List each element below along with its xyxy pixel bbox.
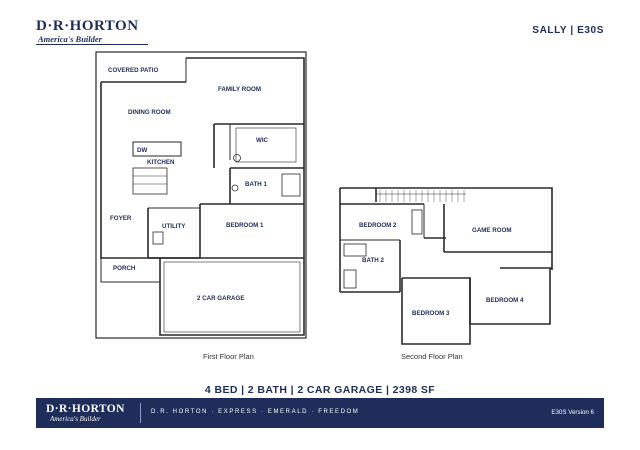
first-floor-caption: First Floor Plan — [203, 352, 254, 361]
footer-brand-list: D.R. HORTON · EXPRESS · EMERALD · FREEDO… — [151, 409, 360, 415]
brand-underline — [36, 44, 148, 45]
room-label-wic: WIC — [256, 137, 269, 144]
floor-plans-drawing: COVERED PATIO FAMILY ROOM DINING ROOM WI… — [95, 51, 553, 345]
room-label-bath1: BATH 1 — [245, 181, 267, 188]
footer-bar: D·R·HORTON America's Builder D.R. HORTON… — [36, 398, 604, 428]
plan-specs: 4 BED | 2 BATH | 2 CAR GARAGE | 2398 SF — [204, 384, 436, 396]
room-label-bedroom1: BEDROOM 1 — [226, 222, 264, 229]
footer-tagline: America's Builder — [50, 415, 101, 423]
room-label-bedroom3: BEDROOM 3 — [412, 310, 450, 317]
room-label-dining-room: DINING ROOM — [128, 109, 171, 116]
room-label-dw: DW — [137, 147, 147, 154]
stair-hatching — [379, 190, 465, 202]
room-label-bedroom2: BEDROOM 2 — [359, 222, 397, 229]
footer-version: E30S Version 6 — [551, 409, 594, 416]
room-label-game-room: GAME ROOM — [472, 227, 512, 234]
footer-brand-logo: D·R·HORTON America's Builder — [46, 403, 125, 424]
room-label-family-room: FAMILY ROOM — [218, 86, 261, 93]
brand-logo-top: D·R·HORTON America's Builder — [36, 18, 156, 44]
room-label-utility: UTILITY — [162, 223, 186, 230]
second-floor-caption: Second Floor Plan — [401, 352, 463, 361]
room-label-bedroom4: BEDROOM 4 — [486, 297, 524, 304]
brand-logo-text: D·R·HORTON — [36, 18, 139, 34]
second-floor-walls — [339, 187, 553, 345]
room-label-porch: PORCH — [113, 265, 136, 272]
room-label-kitchen: KITCHEN — [147, 159, 175, 166]
room-label-garage: 2 CAR GARAGE — [197, 295, 244, 302]
room-label-foyer: FOYER — [110, 215, 132, 222]
room-label-covered-patio: COVERED PATIO — [108, 67, 158, 74]
plan-name: SALLY | E30S — [532, 25, 604, 36]
footer-logo-text: D·R·HORTON — [46, 403, 125, 415]
first-floor-walls — [95, 51, 307, 339]
room-label-bath2: BATH 2 — [362, 257, 384, 264]
footer-divider — [140, 403, 141, 423]
brand-tagline: America's Builder — [38, 34, 102, 44]
